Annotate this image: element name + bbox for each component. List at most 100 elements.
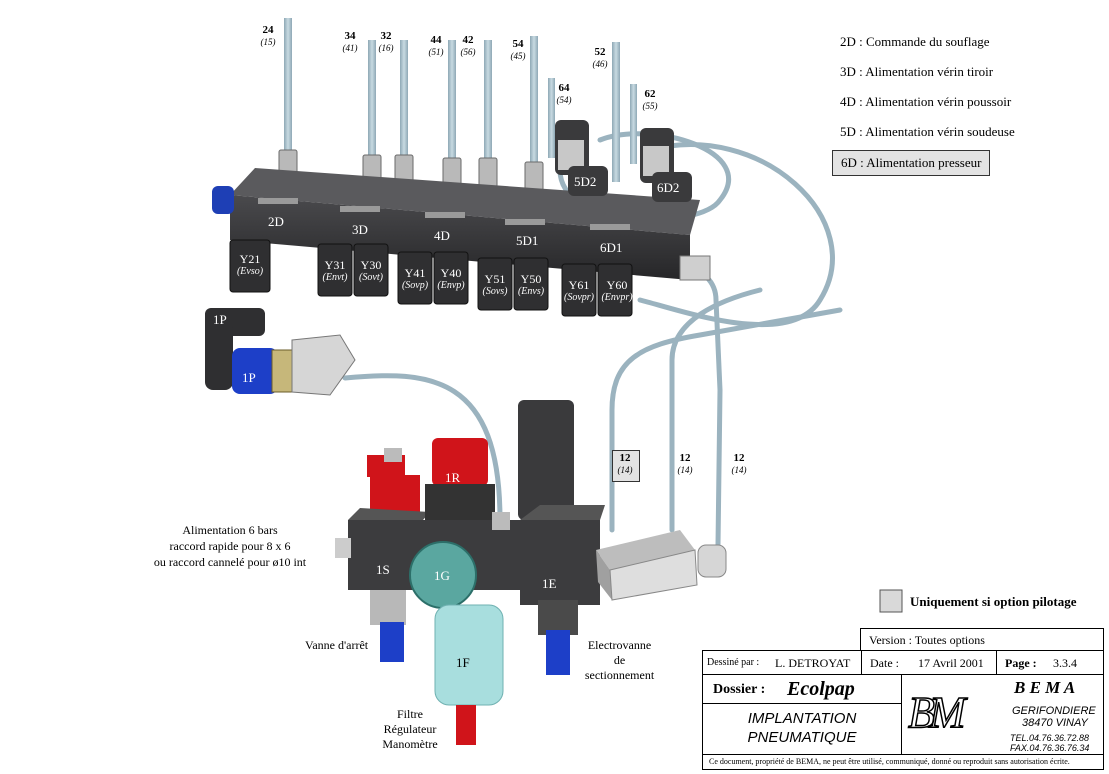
- tb-company: B E M A: [1014, 678, 1076, 697]
- valve-code-y21: Y21: [239, 252, 261, 266]
- valve-code-y51: Y51: [484, 272, 506, 286]
- annotation-vanne: Vanne d'arrêt: [305, 638, 369, 652]
- tube-subnumber: (16): [378, 43, 394, 53]
- tb-version-cell: Version : Toutes options: [860, 628, 1104, 651]
- tb-tel: TEL.04.76.36.72.88: [1010, 733, 1090, 743]
- legend-sep: :: [855, 94, 866, 109]
- legend-sep: :: [856, 155, 867, 170]
- tb-page: 3.3.4: [1053, 656, 1077, 670]
- legend-code: 2D: [840, 34, 856, 49]
- tube-number: 12: [733, 452, 745, 464]
- tube-subnumber: (54): [556, 95, 572, 105]
- tb-title-cell: IMPLANTATION PNEUMATIQUE: [702, 703, 902, 755]
- tube-subnumber: (51): [428, 47, 444, 57]
- tb-dossier: Ecolpap: [787, 678, 855, 700]
- tube-44: [448, 40, 456, 168]
- manifold-label-6d1: 6D1: [600, 240, 623, 255]
- valve-desc: (Sovp): [401, 280, 429, 291]
- tb-designer-cell: Dessiné par : L. DETROYAT: [702, 650, 862, 675]
- valve-code-y40: Y40: [440, 266, 462, 280]
- unit-label-1s: 1S: [376, 562, 390, 577]
- legend-code: 4D: [840, 94, 856, 109]
- tb-company-cell: B E M A BM GERIFONDIERE 38470 VINAY TEL.…: [901, 674, 1104, 755]
- pilot-option-swatch: [879, 589, 903, 613]
- valve-code-y30: Y30: [360, 258, 382, 272]
- unit-label-1g: 1G: [434, 568, 450, 583]
- tube-number: 62: [644, 88, 656, 100]
- tube-supply-to-manifold: [342, 373, 503, 523]
- tube-subnumber: (45): [510, 51, 526, 61]
- annotation-line: Electrovanne: [587, 638, 652, 652]
- pilot-option-note: Uniquement si option pilotage: [910, 594, 1077, 609]
- annotation-filtre: Filtre Régulateur Manomètre: [370, 707, 450, 752]
- tb-date-cell: Date : 17 Avril 2001: [861, 650, 997, 675]
- legend-sep: :: [855, 64, 866, 79]
- manifold-label-4d: 4D: [434, 228, 450, 243]
- manifold-label-5d1: 5D1: [516, 233, 539, 248]
- valve-desc: (Envpr): [601, 292, 633, 303]
- legend-label: Alimentation vérin tiroir: [865, 64, 994, 79]
- legend-label: Commande du souflage: [866, 34, 990, 49]
- annotation-line: Alimentation 6 bars: [182, 523, 278, 537]
- legend-item-5d: 5D : Alimentation vérin soudeuse: [840, 124, 1015, 140]
- tube-subnumber: (55): [642, 101, 658, 111]
- tb-fax: FAX.04.76.36.76.34: [1010, 743, 1090, 753]
- frl-unit: [335, 400, 727, 745]
- connector-1p: [205, 308, 356, 396]
- legend-sep: :: [855, 124, 866, 139]
- legend-label: Alimentation presseur: [866, 155, 982, 170]
- legend-label: Alimentation vérin poussoir: [865, 94, 1012, 109]
- tube-number: 32: [380, 30, 392, 42]
- unit-label-1e: 1E: [542, 576, 557, 591]
- tb-dossier-label: Dossier :: [713, 682, 766, 697]
- tb-date: 17 Avril 2001: [918, 656, 984, 670]
- tb-company-line: 38470 VINAY: [1022, 717, 1088, 729]
- tb-designer-label: Dessiné par :: [707, 657, 760, 668]
- annotation-line: raccord rapide pour 8 x 6: [169, 539, 291, 553]
- elbow-fittings: [555, 120, 692, 202]
- tb-page-label: Page :: [1005, 656, 1037, 670]
- tube-number: 42: [462, 34, 474, 46]
- tube-subnumber: (14): [731, 465, 747, 475]
- tube-54: [530, 36, 538, 171]
- tb-company-line: GERIFONDIERE: [1012, 705, 1096, 717]
- unit-label-1f: 1F: [456, 655, 470, 670]
- legend-item-6d: 6D : Alimentation presseur: [832, 150, 991, 176]
- tb-title-line: IMPLANTATION: [747, 710, 857, 727]
- annotation-line: Manomètre: [382, 737, 438, 751]
- valve-code-y50: Y50: [520, 272, 542, 286]
- tube-64: [548, 78, 555, 158]
- tube-number: 24: [262, 24, 274, 36]
- valve-desc: (Envt): [322, 272, 348, 283]
- tube-subnumber: (41): [342, 43, 358, 53]
- annotation-line: Filtre: [397, 707, 423, 721]
- tb-date-label: Date :: [870, 656, 899, 670]
- legend-sep: :: [855, 34, 867, 49]
- bema-logo: BM: [907, 687, 966, 738]
- tube-number: 12: [619, 452, 631, 464]
- valve-desc: (Envs): [517, 286, 545, 297]
- legend-item-3d: 3D : Alimentation vérin tiroir: [840, 64, 993, 80]
- tube-number: 34: [344, 30, 356, 42]
- tube-34: [368, 40, 376, 165]
- valve-desc: (Sovpr): [564, 292, 594, 303]
- annotation-electrovanne: Electrovanne de sectionnement: [572, 638, 667, 683]
- tube-subnumber: (14): [677, 465, 693, 475]
- valve-desc: (Sovt): [359, 272, 383, 283]
- pilot-tube-label-box: [612, 450, 640, 482]
- tb-copyright-cell: Ce document, propriété de BEMA, ne peut …: [702, 754, 1104, 770]
- tube-62: [630, 84, 637, 164]
- legend-code: 6D: [841, 155, 857, 170]
- annotation-line: de: [613, 653, 626, 667]
- tb-page-cell: Page : 3.3.4: [996, 650, 1104, 675]
- legend-code: 5D: [840, 124, 856, 139]
- tube-number: 54: [512, 38, 524, 50]
- tb-copyright: Ce document, propriété de BEMA, ne peut …: [709, 757, 1070, 766]
- annotation-supply: Alimentation 6 bars raccord rapide pour …: [140, 522, 320, 570]
- tb-designer: L. DETROYAT: [775, 656, 851, 670]
- tube-number: 12: [679, 452, 691, 464]
- tube-number: 44: [430, 34, 442, 46]
- tb-dossier-cell: Dossier : Ecolpap: [702, 674, 902, 704]
